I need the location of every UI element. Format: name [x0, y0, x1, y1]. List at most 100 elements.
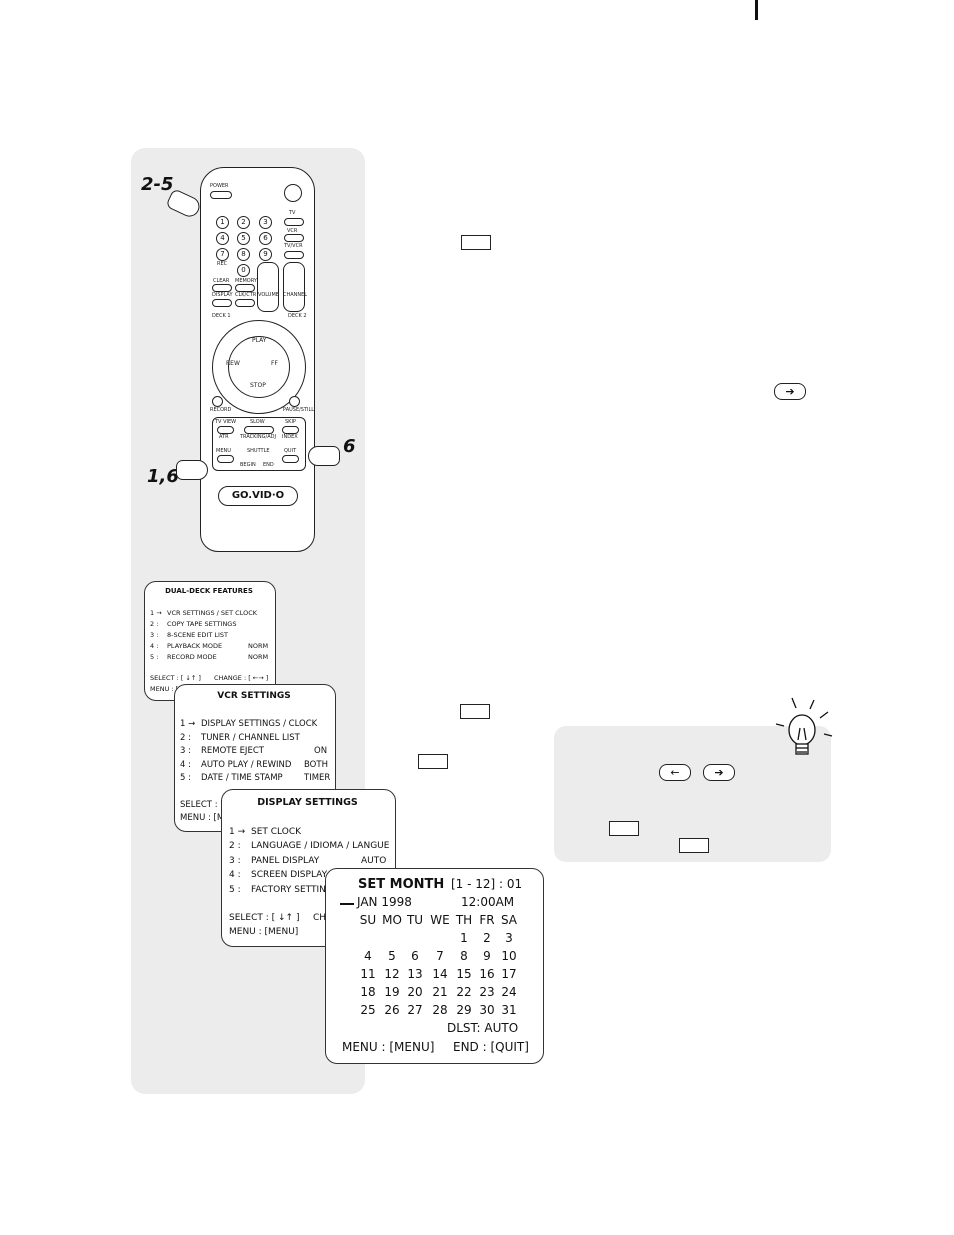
osd1-item-label: COPY TAPE SETTINGS [167, 620, 237, 628]
skip-button[interactable] [282, 426, 299, 434]
osd3-item-no: 4 : [229, 870, 241, 880]
end-label: END [263, 462, 274, 468]
step-label-1-6: 1,6 [147, 466, 179, 487]
osd3-menu: MENU : [MENU] [229, 927, 299, 937]
osd1-select: SELECT : [ ↓↑ ] [150, 674, 201, 682]
digit-6-button[interactable]: 6 [259, 232, 272, 245]
begin-label: BEGIN [240, 462, 256, 468]
key-box-icon [461, 235, 491, 250]
cal-date-cell: 17 [501, 967, 517, 981]
osd2-item-value: ON [314, 746, 328, 756]
osd1-item-no: 2 : [150, 620, 159, 628]
dial-knob-icon[interactable] [284, 184, 302, 202]
volume-rocker[interactable] [257, 262, 279, 312]
slow-button[interactable] [244, 426, 274, 434]
digit-1-button[interactable]: 1 [216, 216, 229, 229]
osd3-item-value: AUTO [361, 856, 387, 866]
brand-logo: GO.VID·O [218, 486, 298, 506]
clkctr-button[interactable] [235, 299, 255, 307]
osd1-item-no: 3 : [150, 631, 159, 639]
digit-4-button[interactable]: 4 [216, 232, 229, 245]
tv-button[interactable] [284, 218, 304, 226]
digit-3-button[interactable]: 3 [259, 216, 272, 229]
vcr-button[interactable] [284, 234, 304, 242]
cal-date-cell: 7 [436, 949, 444, 963]
channel-rocker[interactable] [283, 262, 305, 312]
clear-label: CLEAR [213, 278, 230, 284]
digit-9-button[interactable]: 9 [259, 248, 272, 261]
memory-button[interactable] [235, 284, 255, 292]
shuttle-label: SHUTTLE [247, 448, 270, 454]
osd2-item-label: DISPLAY SETTINGS / CLOCK [201, 719, 318, 729]
digit-2-button[interactable]: 2 [237, 216, 250, 229]
osd1-item-label: VCR SETTINGS / SET CLOCK [167, 609, 258, 617]
osd3-item-label: PANEL DISPLAY [251, 856, 320, 866]
step-label-6: 6 [343, 436, 356, 457]
tvview-button[interactable] [217, 426, 234, 434]
cal-day-header: FR [479, 913, 495, 927]
cal-date-cell: 25 [360, 1003, 376, 1017]
osd2-item-value: BOTH [304, 760, 328, 770]
cal-date-cell: 16 [479, 967, 495, 981]
power-label: POWER [210, 183, 229, 189]
cal-day-header: MO [382, 913, 402, 927]
pause-label: PAUSE/STILL [283, 407, 315, 413]
cal-date-cell: 5 [388, 949, 396, 963]
tvvcr-button[interactable] [284, 251, 304, 259]
key-box-icon [460, 704, 490, 719]
key-box-icon [679, 838, 709, 853]
channel-label: CHANNEL [283, 292, 308, 298]
cal-menu: MENU : [MENU] [342, 1040, 435, 1054]
menu-button[interactable] [217, 455, 234, 463]
clear-button[interactable] [212, 284, 232, 292]
display-label: DISPLAY [212, 292, 233, 298]
cal-dlst: DLST: AUTO [447, 1021, 519, 1035]
cal-title: SET MONTH [358, 877, 445, 892]
osd2-item-no: 1 → [180, 719, 196, 729]
digit-5-button[interactable]: 5 [237, 232, 250, 245]
quit-button[interactable] [282, 455, 299, 463]
cal-month-year: JAN 1998 [357, 895, 412, 909]
osd3-item-no: 2 : [229, 841, 241, 851]
menu-label: MENU [216, 448, 231, 454]
cal-date-cell: 9 [483, 949, 491, 963]
digit-0-button[interactable]: 0 [237, 264, 250, 277]
cal-day-header: TH [455, 913, 473, 927]
cal-date-cell: 31 [501, 1003, 517, 1017]
cal-date-cell: 6 [411, 949, 419, 963]
quit-label: QUIT [284, 448, 297, 454]
transport-wheel-center [228, 336, 290, 398]
cal-date-cell: 20 [407, 985, 423, 999]
record-button[interactable] [212, 396, 223, 407]
power-button[interactable] [210, 191, 232, 199]
cal-date-cell: 1 [460, 931, 468, 945]
stop-label: STOP [250, 382, 266, 389]
pause-button[interactable] [289, 396, 300, 407]
osd1-item-no: 4 : [150, 642, 159, 650]
osd2-item-label: TUNER / CHANNEL LIST [201, 733, 300, 743]
digit-7-button[interactable]: 7 [216, 248, 229, 261]
osd3-item-no: 1 → [229, 827, 246, 837]
memory-label: MEMORY [235, 278, 257, 284]
digit-8-button[interactable]: 8 [237, 248, 250, 261]
cal-date-cell: 24 [501, 985, 517, 999]
display-button[interactable] [212, 299, 232, 307]
cal-date-cell: 3 [505, 931, 513, 945]
top-rule [755, 0, 758, 20]
osd3-item-label: FACTORY SETTING [251, 885, 333, 895]
index-label: INDEX [282, 434, 298, 440]
osd1-item-label: PLAYBACK MODE [167, 642, 223, 650]
osd2-menu: MENU : [M [180, 813, 225, 823]
osd2-item-label: DATE / TIME STAMP [201, 773, 283, 783]
osd2-title: VCR SETTINGS [217, 691, 291, 701]
osd3-item-no: 3 : [229, 856, 241, 866]
cal-date-cell: 26 [384, 1003, 400, 1017]
cal-date-cell: 27 [407, 1003, 423, 1017]
osd2-select: SELECT : [ [180, 800, 224, 810]
step-label-2-5: 2-5 [141, 174, 174, 195]
osd1-item-no: 1 → [150, 609, 162, 617]
cal-day-header: SA [500, 913, 518, 927]
osd2-item-label: REMOTE EJECT [201, 746, 264, 756]
osd1-item-label: RECORD MODE [167, 653, 217, 661]
osd2-item-no: 2 : [180, 733, 191, 743]
